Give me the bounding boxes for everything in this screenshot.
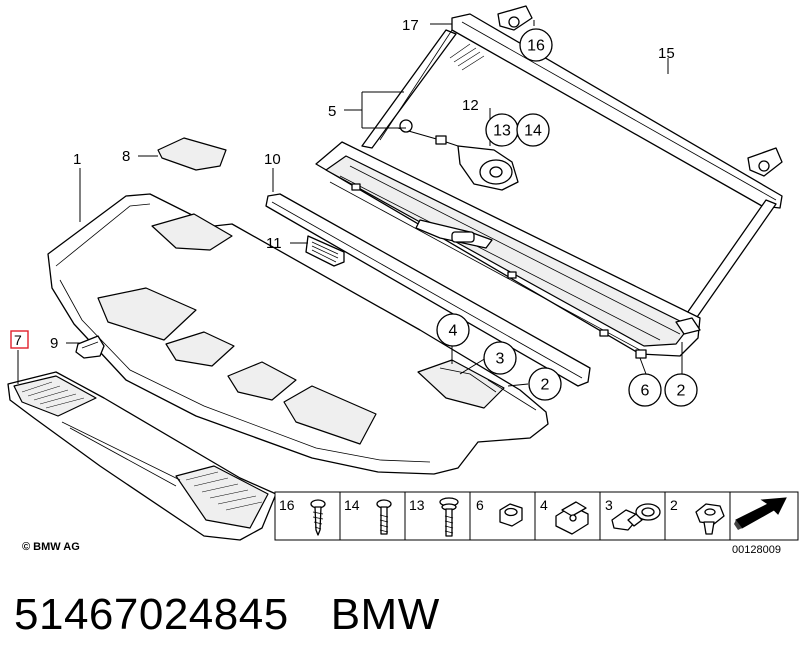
legend-num-4: 4 — [540, 497, 548, 513]
callout-13: 13 — [485, 113, 519, 147]
grille-part — [305, 235, 345, 267]
callout-6: 6 — [628, 373, 662, 407]
svg-text:2: 2 — [677, 383, 686, 400]
diagram-id: 00128009 — [732, 544, 781, 556]
callout-2-shelf: 2 — [528, 367, 562, 401]
callout-17: 17 — [402, 17, 419, 34]
callout-9: 9 — [50, 335, 58, 352]
callout-4: 4 — [436, 313, 470, 347]
callout-12: 12 — [462, 97, 479, 114]
legend-num-3: 3 — [605, 497, 613, 513]
legend-num-16: 16 — [279, 497, 295, 513]
callout-14: 14 — [516, 113, 550, 147]
clip-part — [75, 335, 105, 359]
nut-icon — [499, 503, 523, 527]
svg-text:4: 4 — [449, 323, 458, 340]
svg-text:13: 13 — [493, 123, 511, 140]
lower-trim-cover — [7, 371, 277, 541]
copyright-notice: © BMW AG — [22, 541, 80, 553]
legend-num-6: 6 — [476, 497, 484, 513]
roller-blind-motor — [397, 119, 519, 191]
callout-5: 5 — [328, 103, 336, 120]
arrow-icon — [734, 497, 787, 530]
part-number: 51467024845 — [14, 590, 289, 639]
trim-strip — [265, 193, 591, 387]
screw-icon — [310, 499, 326, 536]
legend-num-13: 13 — [409, 497, 425, 513]
callout-labels: 1 8 10 11 9 5 17 12 15 7 — [10, 17, 675, 352]
circled-callouts: 16 13 14 4 3 2 6 2 — [436, 28, 698, 407]
callout-1: 1 — [73, 151, 81, 168]
svg-text:6: 6 — [641, 383, 650, 400]
callout-3: 3 — [483, 341, 517, 375]
grommet-icon — [611, 503, 661, 531]
bolt-icon — [376, 499, 392, 535]
clip-nut-icon — [555, 501, 589, 535]
callout-10: 10 — [264, 151, 281, 168]
part-number-caption: 51467024845 BMW — [14, 590, 482, 640]
legend-num-14: 14 — [344, 497, 360, 513]
svg-text:3: 3 — [496, 351, 505, 368]
svg-text:2: 2 — [541, 377, 550, 394]
brand-name: BMW — [330, 590, 440, 639]
callout-8: 8 — [122, 148, 130, 165]
bolt-washer-icon — [439, 497, 459, 537]
callout-15: 15 — [658, 45, 675, 62]
legend-num-2: 2 — [670, 497, 678, 513]
callout-7-highlight — [10, 330, 29, 349]
callout-11: 11 — [266, 235, 282, 252]
cover-piece — [157, 137, 227, 171]
expanding-rivet-icon — [695, 503, 725, 535]
rear-parcel-shelf — [47, 193, 549, 475]
svg-text:16: 16 — [527, 38, 545, 55]
svg-text:14: 14 — [524, 123, 542, 140]
callout-16: 16 — [519, 28, 553, 62]
roller-blind-frame — [361, 5, 783, 331]
roller-blind-housing — [315, 141, 701, 359]
fastener-legend: 16 14 13 6 4 3 2 — [274, 491, 799, 541]
callout-7: 7 — [14, 332, 22, 348]
callout-2-frame: 2 — [664, 373, 698, 407]
